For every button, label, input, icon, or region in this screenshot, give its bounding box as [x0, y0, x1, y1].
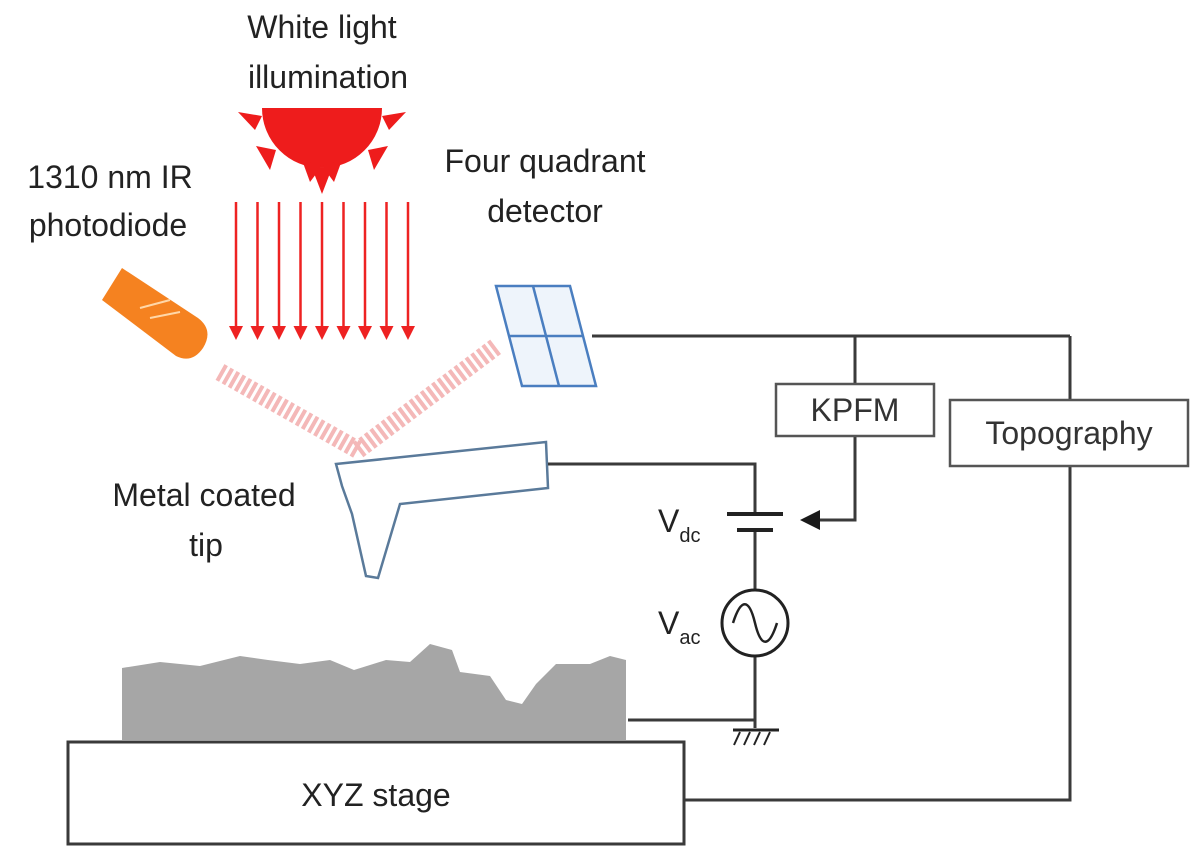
detector-label-2: detector — [487, 193, 603, 229]
topography-box: Topography — [948, 398, 1190, 468]
four-quadrant-detector-icon — [494, 284, 598, 388]
light-ray — [250, 202, 265, 340]
light-ray — [315, 202, 329, 340]
light-ray — [379, 202, 394, 340]
photodiode-icon — [102, 268, 208, 359]
white-light-label-2: illumination — [248, 59, 408, 95]
light-ray — [336, 202, 351, 340]
light-ray — [293, 202, 308, 340]
white-light-label-1: White light — [247, 9, 397, 45]
detector-label-1: Four quadrant — [444, 143, 645, 179]
arrowhead — [800, 510, 820, 530]
tip-label-2: tip — [189, 527, 223, 563]
light-ray — [401, 202, 415, 340]
sample — [122, 644, 626, 740]
xyz-stage: XYZ stage — [66, 740, 686, 846]
tip-label-1: Metal coated — [112, 477, 295, 513]
ir-label-1: 1310 nm IR — [27, 159, 192, 195]
vac-label: Vac — [658, 605, 700, 649]
ir-beam — [215, 337, 504, 458]
stage-label: XYZ stage — [301, 777, 450, 813]
kpfm-label: KPFM — [811, 392, 900, 428]
wires — [548, 334, 1072, 802]
light-ray — [358, 202, 372, 340]
kpfm-box: KPFM — [774, 382, 936, 438]
dc-source-icon — [727, 512, 783, 532]
cantilever-tip-icon — [334, 440, 550, 580]
light-rays — [229, 202, 415, 340]
vdc-label: Vdc — [658, 503, 700, 547]
ground-icon — [733, 728, 779, 746]
ir-label-2: photodiode — [29, 207, 187, 243]
topography-label: Topography — [985, 415, 1152, 451]
light-ray — [272, 202, 286, 340]
sun-icon — [238, 108, 406, 194]
light-ray — [229, 202, 243, 340]
ac-source-icon — [720, 588, 790, 658]
